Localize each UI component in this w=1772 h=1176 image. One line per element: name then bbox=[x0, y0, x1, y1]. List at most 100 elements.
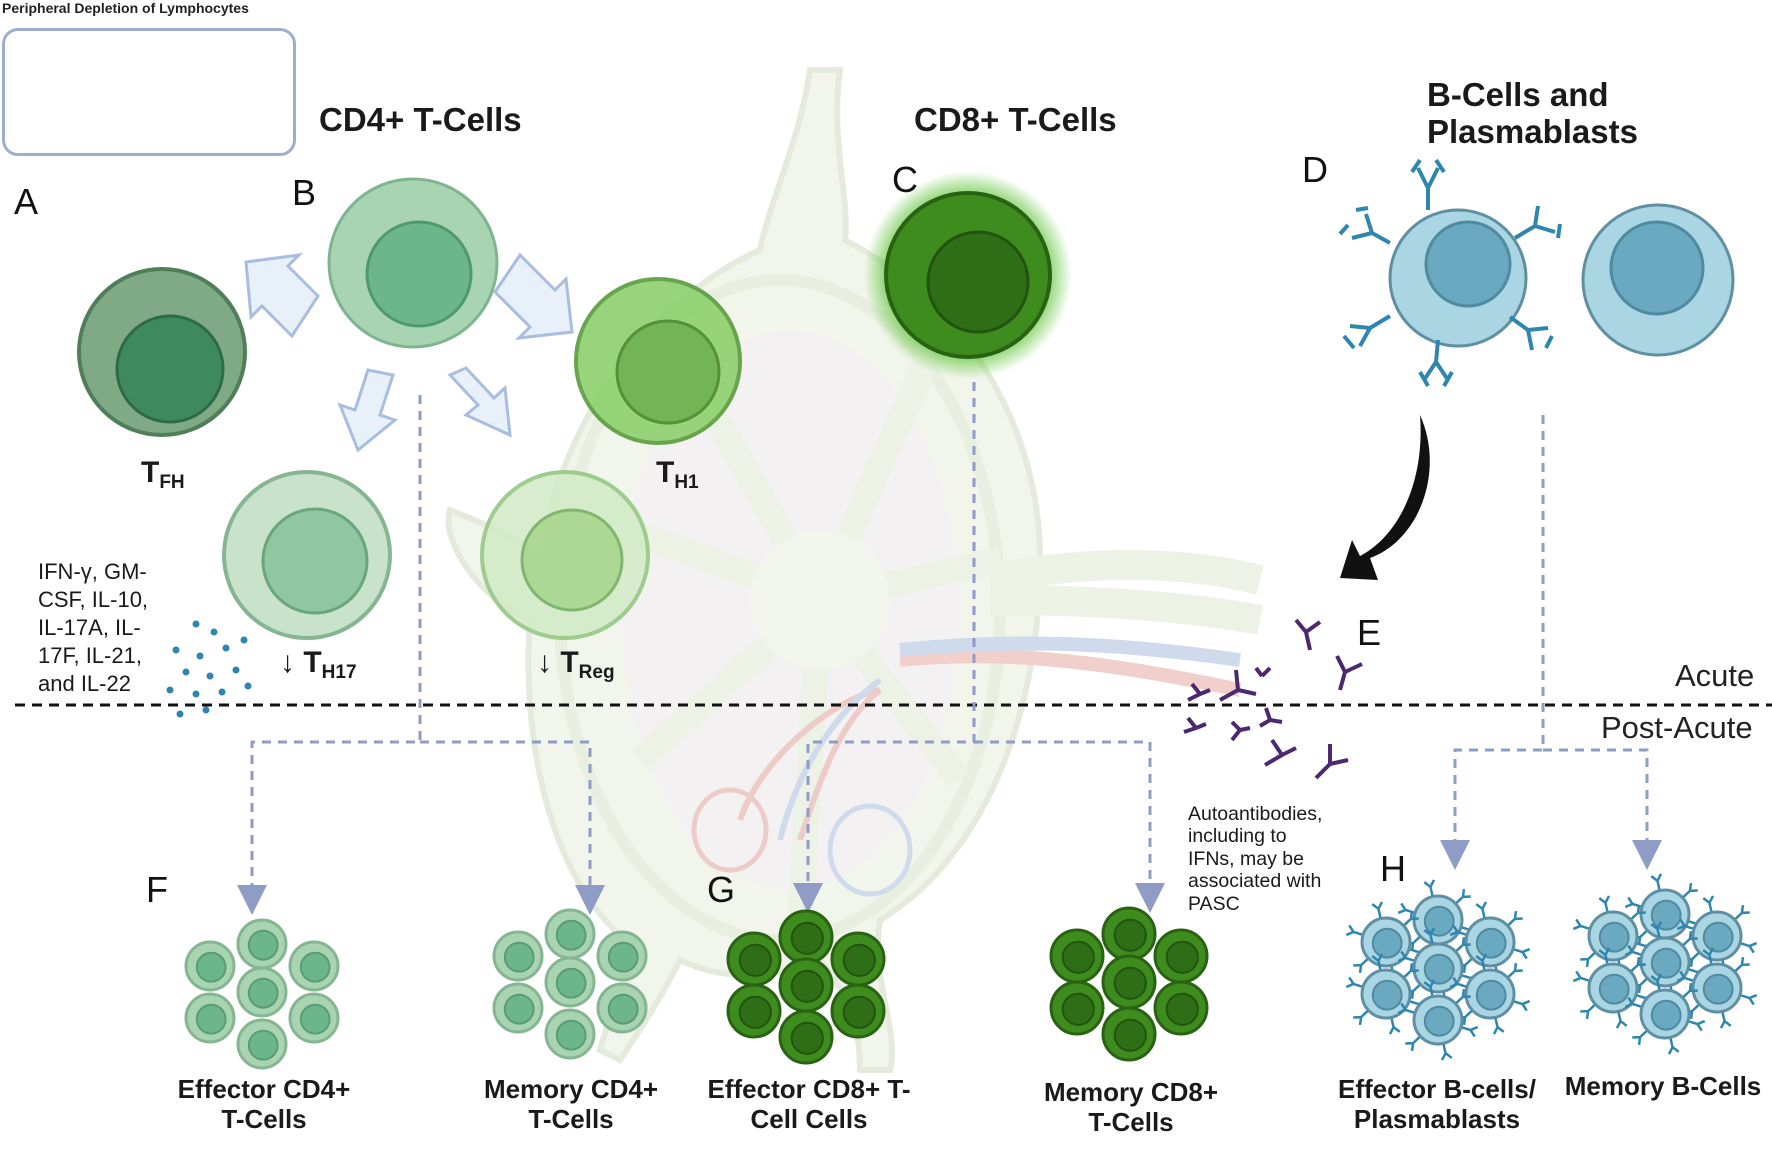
antibody-icon bbox=[1402, 962, 1419, 979]
memory-cd4-cell-nucleus bbox=[607, 941, 639, 973]
differentiation-arrows bbox=[244, 252, 574, 453]
antibody-icon bbox=[1460, 1025, 1479, 1038]
effector-cd8-cluster bbox=[726, 909, 886, 1065]
antibody-icon bbox=[1719, 1011, 1732, 1029]
antibody-icon bbox=[1598, 895, 1611, 913]
cd4-header: CD4+ T-Cells bbox=[319, 101, 522, 138]
effector-b-cell-nucleus bbox=[1423, 953, 1455, 985]
antibody-icon bbox=[1598, 947, 1611, 965]
antibody-icon bbox=[1676, 918, 1695, 931]
effector-b-cluster bbox=[1345, 879, 1531, 1061]
effector-cd4-cell-nucleus bbox=[299, 1003, 331, 1035]
antibody-icon bbox=[1739, 941, 1758, 954]
effector-cd4-cell-nucleus bbox=[195, 951, 227, 983]
panel-letter-c: C bbox=[892, 159, 918, 200]
inset-title: Peripheral Depletion of Lymphocytes bbox=[2, 0, 249, 16]
antibody-icon bbox=[1702, 895, 1715, 913]
panel-letter-e: E bbox=[1357, 612, 1382, 653]
antibody-icon bbox=[1580, 951, 1597, 968]
inset-panel bbox=[2, 28, 296, 156]
antibody-icon bbox=[1733, 904, 1750, 921]
antibody-icon bbox=[1388, 1017, 1401, 1035]
effector-b-cell-nucleus bbox=[1371, 979, 1403, 1011]
panel-letter-d: D bbox=[1302, 149, 1328, 190]
antibody-icon bbox=[1624, 944, 1643, 957]
antibody-icon bbox=[1615, 1011, 1628, 1029]
antibody-icon bbox=[1397, 902, 1416, 915]
plasmablast-cell bbox=[1581, 203, 1735, 357]
antibody-icon bbox=[1449, 976, 1468, 989]
th1-label: TH1 bbox=[656, 456, 699, 493]
memory-cd8-cell-nucleus bbox=[1113, 1018, 1147, 1052]
curved-arrow bbox=[1340, 415, 1430, 580]
antibody-icon bbox=[1475, 901, 1488, 919]
acute-label: Acute bbox=[1675, 658, 1755, 693]
effector-b-cell-nucleus bbox=[1423, 1005, 1455, 1037]
antibody-icon bbox=[1667, 1037, 1680, 1055]
memory-cd4-cell-nucleus bbox=[503, 993, 535, 1025]
antibody-icon bbox=[1405, 1035, 1422, 1052]
memory-cd8-cell-nucleus bbox=[1165, 940, 1199, 974]
antibody-icon bbox=[1624, 896, 1643, 909]
antibody-icon bbox=[1733, 956, 1750, 973]
antibody-icon bbox=[1454, 888, 1471, 905]
antibody-icon bbox=[1624, 996, 1643, 1009]
antibody-icon bbox=[1454, 936, 1471, 953]
effector-cd8-cell-nucleus bbox=[738, 995, 772, 1029]
panel-letter-f: F bbox=[146, 869, 168, 910]
effector-cd4-cluster bbox=[184, 918, 340, 1070]
antibody-icon bbox=[1371, 901, 1384, 919]
antibody-icon bbox=[1353, 957, 1370, 974]
memory-cd4-cell-nucleus bbox=[555, 919, 587, 951]
antibody-icon bbox=[1572, 970, 1591, 983]
treg-cell bbox=[480, 470, 650, 640]
effector-cd4-cell-nucleus bbox=[247, 929, 279, 961]
memory-cd4-label: Memory CD4+ T-Cells bbox=[483, 1074, 659, 1134]
antibody-icon bbox=[1423, 927, 1436, 945]
effector-cd8-cell-nucleus bbox=[790, 969, 824, 1003]
antibody-icon bbox=[1681, 882, 1698, 899]
post-acute-label: Post-Acute bbox=[1601, 710, 1753, 745]
effector-b-cell-nucleus bbox=[1371, 927, 1403, 959]
tfh-label: TFH bbox=[141, 456, 185, 493]
memory-b-cell-nucleus bbox=[1650, 999, 1682, 1031]
bcells-header: B-Cells and Plasmablasts bbox=[1427, 76, 1638, 150]
panel-letter-h: H bbox=[1380, 848, 1406, 889]
antibody-icon bbox=[1702, 947, 1715, 965]
treg-label: ↓ TReg bbox=[537, 646, 615, 683]
antibody-icon bbox=[1506, 962, 1523, 979]
memory-cd8-cluster bbox=[1049, 906, 1209, 1062]
cytokine-dots bbox=[166, 620, 252, 718]
antibody-icon bbox=[1423, 879, 1436, 897]
antibody-icon bbox=[1687, 1019, 1706, 1032]
antibody-icon bbox=[1345, 976, 1364, 989]
antibody-icon bbox=[1650, 873, 1663, 891]
th1-cell bbox=[574, 277, 742, 445]
memory-cd4-cell-nucleus bbox=[503, 941, 535, 973]
effector-cd4-cell-nucleus bbox=[195, 1003, 227, 1035]
cd8-header: CD8+ T-Cells bbox=[914, 101, 1117, 138]
memory-b-label: Memory B-Cells bbox=[1564, 1071, 1762, 1101]
antibody-icon bbox=[1397, 950, 1416, 963]
antibody-icon bbox=[1739, 993, 1758, 1006]
antibody-icon bbox=[1492, 1017, 1505, 1035]
antibody-icon bbox=[1629, 904, 1646, 921]
antibody-icon bbox=[1402, 910, 1419, 927]
antibody-icon bbox=[1454, 988, 1471, 1005]
memory-cd4-cell-nucleus bbox=[607, 993, 639, 1025]
cd4-cell bbox=[327, 177, 499, 349]
b-cell-with-antibodies bbox=[1338, 158, 1562, 387]
memory-cd8-cell-nucleus bbox=[1061, 940, 1095, 974]
antibody-icon bbox=[1572, 918, 1591, 931]
effector-b-cell-nucleus bbox=[1475, 927, 1507, 959]
antibody-icon bbox=[1650, 921, 1663, 939]
effector-cd4-cell-nucleus bbox=[247, 977, 279, 1009]
antibody-icon bbox=[1512, 999, 1531, 1012]
antibody-icon bbox=[1681, 930, 1698, 947]
th17-label: ↓ TH17 bbox=[280, 646, 357, 683]
antibody-icon bbox=[1423, 979, 1436, 997]
cd8-cell bbox=[864, 171, 1072, 379]
memory-cd8-label: Memory CD8+ T-Cells bbox=[1043, 1077, 1219, 1137]
